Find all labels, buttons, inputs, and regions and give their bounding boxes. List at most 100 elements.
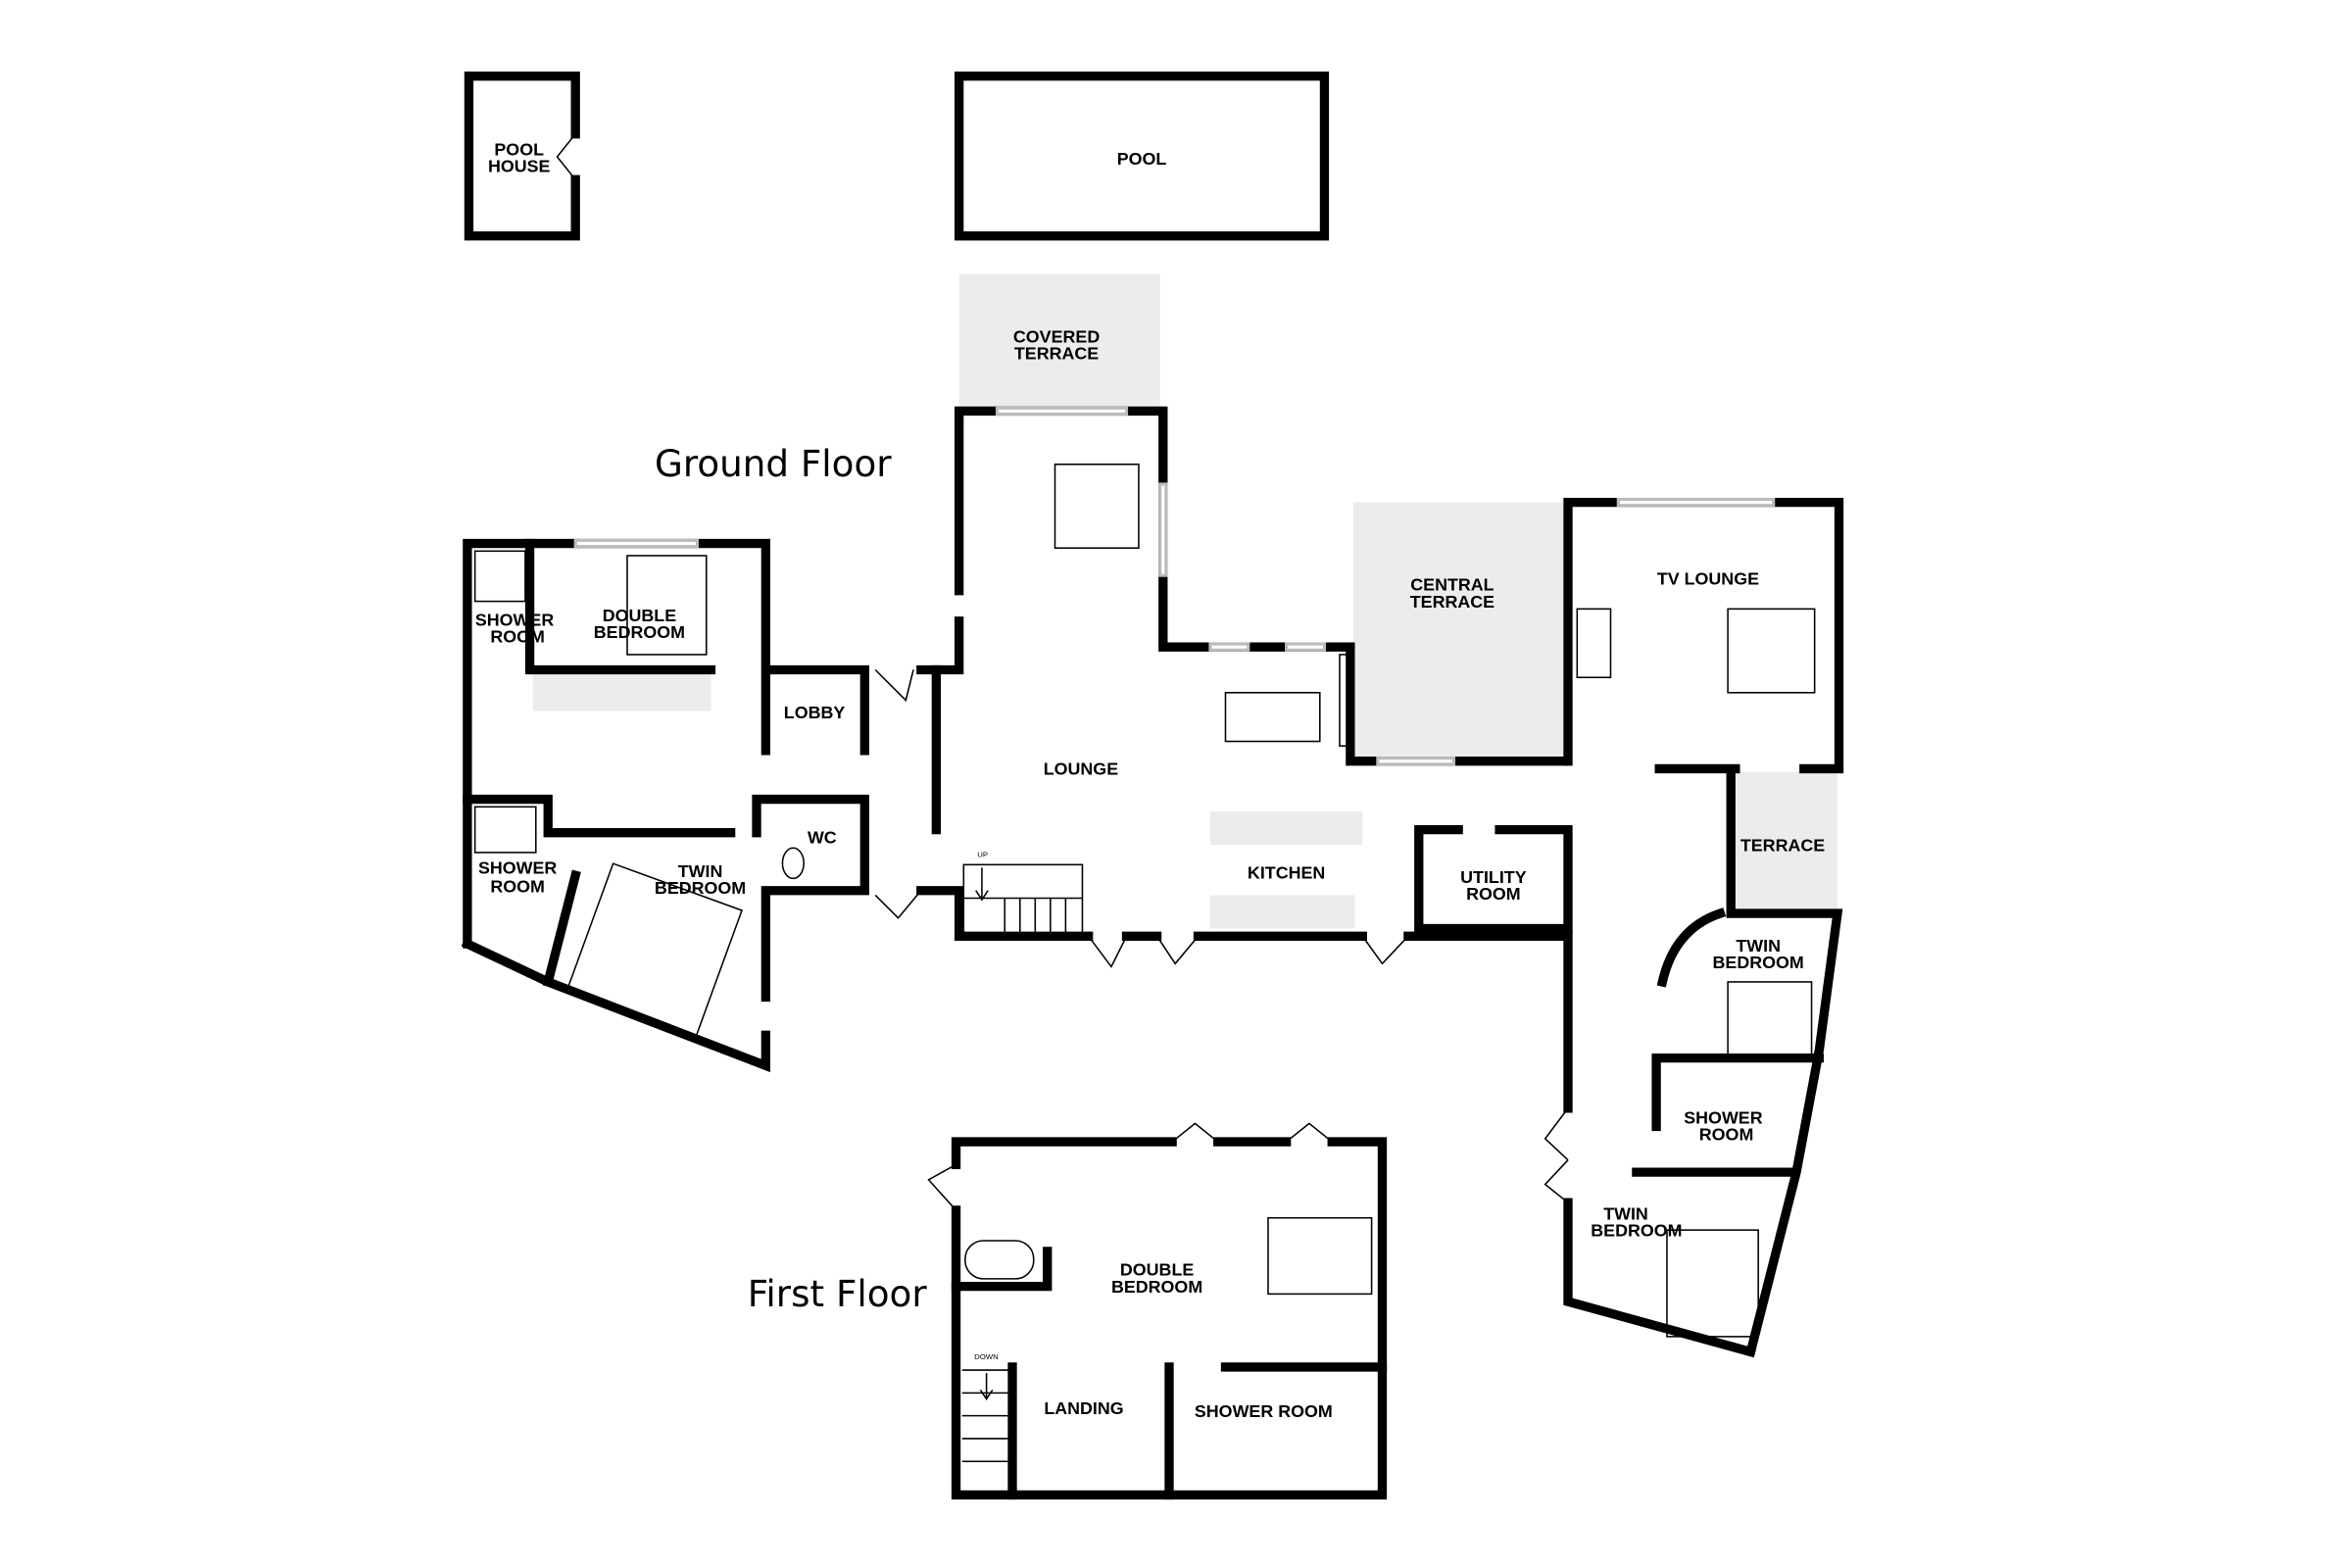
dining-table-icon	[1224, 654, 1350, 747]
staircase-icon	[962, 863, 1084, 935]
covered-terrace-label: TERRACE	[1014, 344, 1099, 364]
shower-room-label: ROOM	[490, 627, 545, 647]
pool-house-walls	[464, 72, 580, 241]
shower-room-label: SHOWER ROOM	[1195, 1401, 1333, 1421]
window	[1158, 482, 1168, 577]
twin-beds-icon	[1727, 981, 1813, 1059]
lounge-walls	[916, 886, 1094, 941]
door-icon	[874, 668, 1409, 968]
pool-house-label: HOUSE	[488, 157, 551, 176]
door-icon	[927, 1122, 1333, 1211]
south-walls	[1121, 931, 1573, 1113]
shower-room-label: SHOWER	[475, 610, 554, 629]
shower-room-label: ROOM	[490, 876, 545, 896]
first-floor-walls	[951, 1137, 1388, 1500]
right-wing-walls	[1563, 1198, 1757, 1358]
stairs-down-label: DOWN	[974, 1352, 999, 1361]
double-bed-icon	[626, 555, 708, 656]
shower-tray-icon	[473, 550, 526, 603]
twin-bedroom-label: BEDROOM	[1591, 1220, 1682, 1240]
twin-beds-icon	[1666, 1229, 1759, 1338]
left-block-walls	[542, 869, 581, 988]
kitchen-label: KITCHEN	[1248, 862, 1325, 882]
covered-terrace-area	[958, 273, 1160, 409]
shower-room-label: SHOWER	[1684, 1107, 1762, 1127]
double-bedroom-label: BEDROOM	[594, 622, 685, 642]
window	[573, 538, 700, 549]
shower-room-label: SHOWER	[478, 858, 557, 878]
sofa-icon	[1054, 464, 1140, 549]
central-terrace-label: TERRACE	[1410, 592, 1494, 612]
utility-room-walls	[1414, 824, 1573, 934]
double-bedroom-label: BEDROOM	[1111, 1277, 1202, 1297]
window	[1285, 642, 1327, 652]
staircase-icon	[961, 1369, 1013, 1463]
armchair-icon	[1576, 608, 1612, 679]
first-floor-walls	[951, 1247, 1388, 1500]
utility-room-label: ROOM	[1466, 884, 1521, 904]
ground-floor-title: Ground Floor	[655, 442, 892, 485]
terrace-area	[1731, 771, 1838, 914]
twin-bedroom-label: TWIN	[1736, 936, 1781, 956]
left-block-walls	[461, 794, 869, 1073]
kitchen-counter	[1209, 895, 1355, 929]
twin-bedroom-label: TWIN	[1603, 1203, 1648, 1223]
window	[1616, 497, 1776, 508]
twin-bedroom-label: TWIN	[678, 861, 723, 881]
double-bedroom-label: DOUBLE	[603, 606, 676, 625]
lounge-walls	[954, 406, 1355, 652]
central-terrace-area	[1352, 502, 1564, 761]
window	[995, 406, 1129, 416]
twin-bedroom-label: BEDROOM	[655, 878, 746, 898]
wardrobe-area	[532, 674, 711, 711]
door-icon	[556, 133, 576, 180]
pool-walls	[954, 72, 1330, 241]
terrace-label: TERRACE	[1740, 835, 1825, 855]
bathtub-icon	[964, 1240, 1035, 1280]
first-floor-title: First Floor	[748, 1272, 928, 1315]
double-bed-icon	[1267, 1216, 1373, 1296]
shower-room-label: ROOM	[1699, 1124, 1754, 1144]
left-block-walls	[524, 538, 716, 675]
lobby-label: LOBBY	[784, 703, 846, 722]
utility-room-label: UTILITY	[1460, 867, 1527, 887]
left-block-walls	[463, 538, 869, 949]
twin-bedroom-label: BEDROOM	[1713, 953, 1804, 972]
toilet-icon	[781, 847, 805, 880]
window	[1376, 757, 1456, 766]
central-terrace-label: CENTRAL	[1410, 575, 1494, 595]
lounge-walls	[916, 616, 964, 675]
central-terrace-walls	[1346, 642, 1568, 766]
shower-tray-icon	[473, 806, 537, 854]
kitchen-counter	[1209, 810, 1363, 846]
window	[1208, 642, 1250, 652]
right-wing-walls	[1726, 771, 1843, 1358]
wc-label: WC	[808, 828, 837, 848]
tv-lounge-label: TV LOUNGE	[1657, 569, 1759, 589]
stairs-up-label: UP	[977, 851, 988, 859]
sofa-icon	[1727, 608, 1816, 694]
lounge-label: LOUNGE	[1044, 760, 1118, 779]
twin-beds-icon	[565, 862, 744, 1038]
landing-label: LANDING	[1044, 1398, 1123, 1418]
tv-lounge-walls	[1563, 497, 1844, 774]
pool-label: POOL	[1117, 149, 1167, 169]
pool-house-label: POOL	[494, 139, 544, 159]
door-icon	[1544, 1107, 1569, 1203]
covered-terrace-label: COVERED	[1013, 327, 1100, 347]
